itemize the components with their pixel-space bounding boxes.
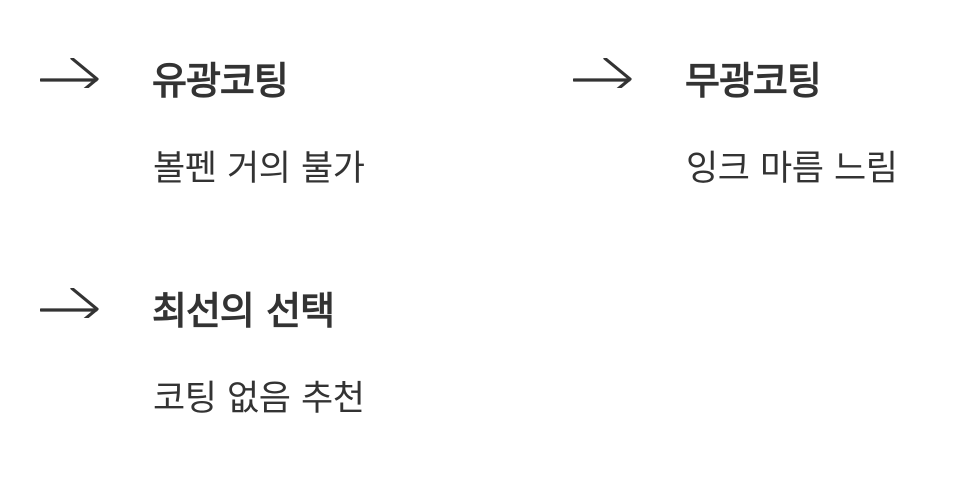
option-card-glossy-coating: 유광코팅 볼펜 거의 불가 [40,58,460,208]
option-title: 유광코팅 [152,59,289,103]
option-title: 무광코팅 [685,59,822,103]
option-description: 코팅 없음 추천 [153,379,365,419]
arrow-right-icon [40,58,99,88]
option-card-best-choice: 최선의 선택 코팅 없음 추천 [40,288,460,438]
option-description: 볼펜 거의 불가 [153,149,365,189]
arrow-right-icon [573,58,632,88]
option-title: 최선의 선택 [152,289,335,333]
option-card-matte-coating: 무광코팅 잉크 마름 느림 [573,58,954,208]
arrow-right-icon [40,288,99,318]
option-description: 잉크 마름 느림 [686,149,898,189]
